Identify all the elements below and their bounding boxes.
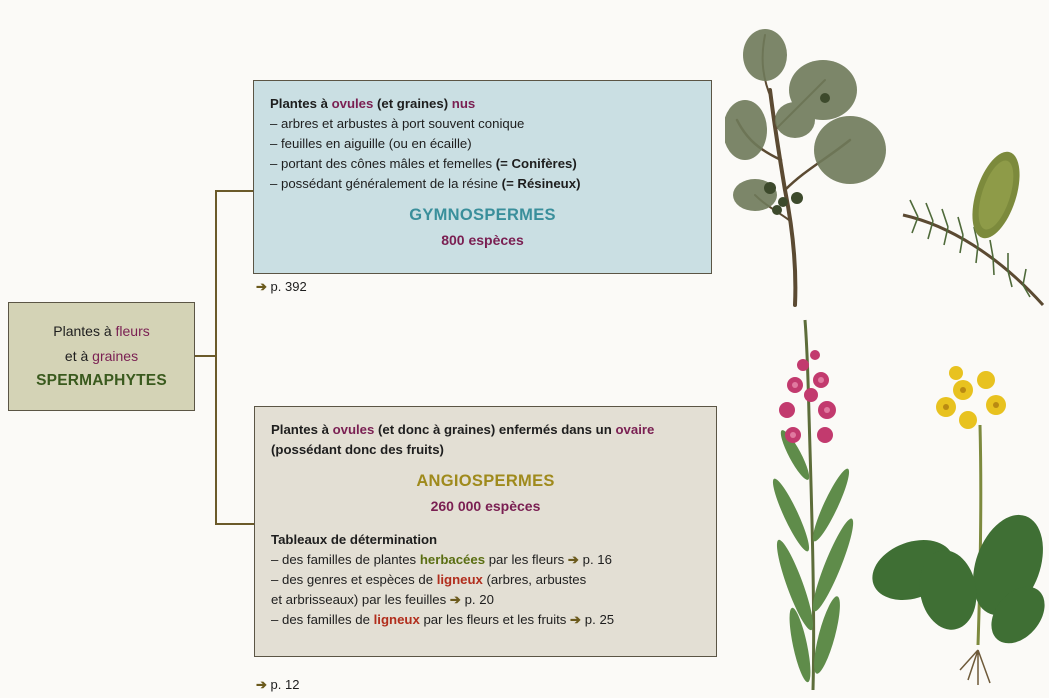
primrose-illustration bbox=[872, 366, 1045, 685]
gymno-intro: Plantes à ovules (et graines) nus bbox=[270, 96, 476, 111]
arrow-icon: ➔ bbox=[449, 592, 461, 607]
root-line-1: Plantes à fleurs bbox=[53, 323, 150, 339]
table-link-ligneux-feuilles-line-2[interactable]: et arbrisseaux) par les feuilles ➔ p. 20 bbox=[271, 592, 494, 607]
tables-title: Tableaux de détermination bbox=[271, 532, 438, 547]
arrow-icon: ➔ bbox=[570, 612, 582, 627]
table-link-ligneux-fleurs[interactable]: – des familles de ligneux par les fleurs… bbox=[271, 612, 615, 627]
arrow-icon: ➔ bbox=[256, 677, 267, 692]
gymno-item-3: – portant des cônes mâles et femelles (=… bbox=[270, 156, 577, 171]
spermaphytes-title: SPERMAPHYTES bbox=[36, 372, 167, 389]
fireweed-illustration bbox=[772, 319, 854, 691]
arrow-icon: ➔ bbox=[256, 279, 267, 294]
table-link-herbacees[interactable]: – des familles de plantes herbacées par … bbox=[271, 552, 612, 567]
gymno-item-4: – possédant généralement de la résine (=… bbox=[270, 176, 581, 191]
angio-intro: Plantes à ovules (et donc à graines) enf… bbox=[271, 422, 655, 437]
gymnospermes-box: Plantes à ovules (et graines) nus – arbr… bbox=[253, 80, 712, 274]
gymno-item-2: – feuilles en aiguille (ou en écaille) bbox=[270, 136, 472, 151]
root-line-2: et à graines bbox=[64, 348, 139, 364]
arrow-icon: ➔ bbox=[567, 552, 579, 567]
connector-vertical bbox=[215, 190, 217, 525]
angio-intro-line-2: (possédant donc des fruits) bbox=[271, 442, 444, 457]
cypress-branch-illustration bbox=[725, 29, 886, 307]
spermaphytes-box: Plantes à fleurs et à graines SPERMAPHYT… bbox=[8, 302, 195, 411]
table-link-ligneux-feuilles[interactable]: – des genres et espèces de ligneux (arbr… bbox=[271, 572, 587, 587]
gymno-page-ref[interactable]: ➔ p. 392 bbox=[256, 279, 307, 294]
angiospermes-title: ANGIOSPERMES bbox=[416, 472, 555, 490]
connector-to-angiospermes bbox=[215, 523, 254, 525]
fir-branch-illustration bbox=[902, 151, 1045, 307]
gymnospermes-count: 800 espèces bbox=[441, 232, 524, 248]
gymno-item-1: – arbres et arbustes à port souvent coni… bbox=[270, 116, 525, 131]
angiospermes-box: Plantes à ovules (et donc à graines) enf… bbox=[254, 406, 717, 657]
angiospermes-count: 260 000 espèces bbox=[430, 498, 541, 514]
angio-page-ref[interactable]: ➔ p. 12 bbox=[256, 677, 300, 692]
gymnospermes-title: GYMNOSPERMES bbox=[409, 206, 556, 224]
connector-root-stem bbox=[195, 355, 217, 357]
connector-to-gymnospermes bbox=[215, 190, 253, 192]
